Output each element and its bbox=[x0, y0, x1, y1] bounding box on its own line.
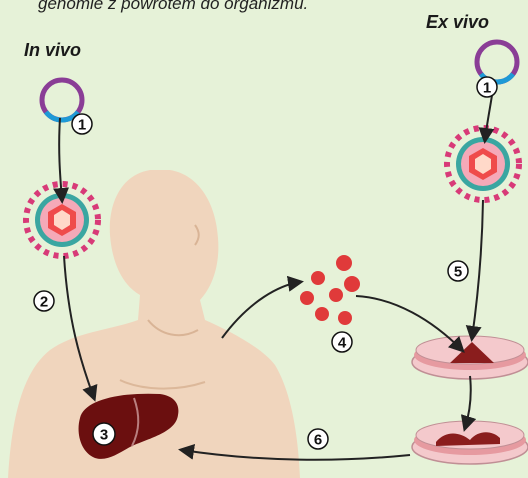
viral-vector-icon bbox=[447, 128, 519, 200]
step-badge-4: 4 bbox=[332, 332, 352, 352]
step-badge-1: 1 bbox=[72, 114, 92, 134]
svg-text:2: 2 bbox=[40, 294, 48, 311]
step-badge-5: 5 bbox=[448, 261, 468, 281]
step-badge-2: 2 bbox=[34, 291, 54, 311]
blood-cells-icon bbox=[300, 255, 360, 325]
svg-text:6: 6 bbox=[314, 432, 322, 449]
svg-text:4: 4 bbox=[338, 335, 347, 352]
svg-text:3: 3 bbox=[100, 427, 108, 444]
cell-dish-icon bbox=[412, 336, 528, 379]
plasmid-icon bbox=[42, 80, 82, 120]
svg-text:1: 1 bbox=[78, 117, 86, 134]
step-badge-3: 3 bbox=[93, 423, 115, 445]
svg-text:5: 5 bbox=[454, 264, 462, 281]
cell-dish-icon bbox=[412, 421, 528, 464]
step-badge-6: 6 bbox=[308, 429, 328, 449]
svg-text:1: 1 bbox=[483, 80, 491, 97]
step-badge-1: 1 bbox=[477, 77, 497, 97]
plasmid-icon bbox=[477, 42, 517, 82]
